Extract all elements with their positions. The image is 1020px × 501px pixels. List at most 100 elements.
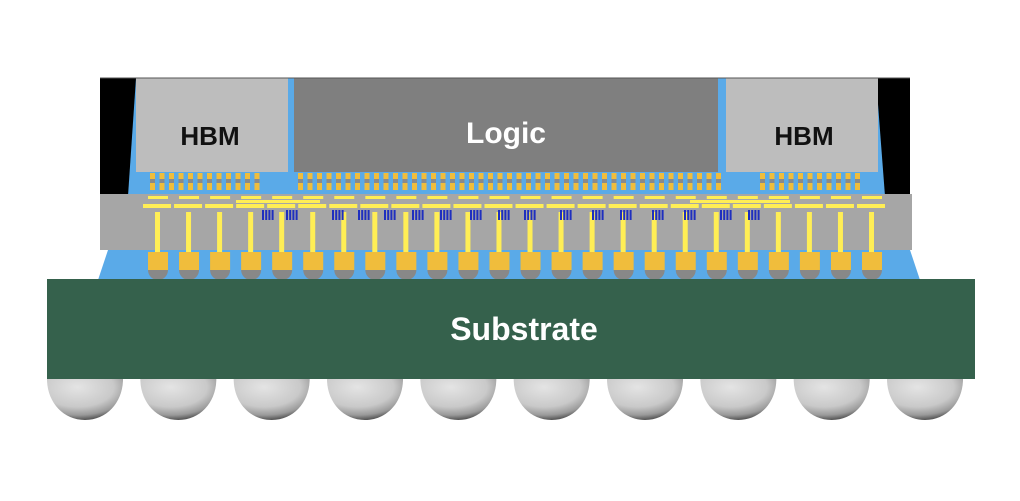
microbump: [564, 173, 569, 179]
trace-horizontal: [515, 204, 544, 208]
microbump: [488, 173, 493, 179]
tsv-via: [504, 210, 507, 220]
hbm-right-die: [726, 78, 878, 172]
microbump: [678, 173, 683, 179]
microbump: [621, 173, 626, 179]
microbump: [159, 183, 165, 190]
c4-bump-array: [148, 252, 882, 280]
microbump: [216, 173, 222, 179]
microbump: [602, 183, 607, 190]
microbump-joint: [564, 179, 569, 183]
c4-solder: [830, 270, 851, 280]
c4-bump: [830, 252, 851, 270]
microbump: [855, 183, 860, 190]
microbump: [611, 173, 617, 179]
microbump: [402, 173, 408, 179]
microbump-joint: [507, 179, 512, 183]
microbump: [573, 183, 579, 190]
microbump: [469, 173, 474, 179]
microbump-array: [150, 173, 860, 190]
tsv-via: [595, 210, 598, 220]
c4-solder: [768, 270, 789, 280]
microbump: [668, 183, 674, 190]
c4-bump: [675, 252, 696, 270]
microbump: [469, 183, 474, 190]
c4-bump: [365, 252, 386, 270]
microbump: [649, 173, 655, 179]
trace-vertical: [775, 212, 781, 252]
microbump: [807, 173, 813, 179]
c4-solder: [551, 270, 572, 280]
c4-bump: [148, 252, 168, 270]
microbump: [336, 173, 341, 179]
c4-solder: [148, 270, 168, 280]
c4-bump: [489, 252, 510, 270]
trace-horizontal: [148, 196, 168, 199]
tsv-via: [684, 210, 686, 220]
bga-ball: [793, 379, 870, 420]
microbump: [317, 173, 322, 179]
microbump-joint: [364, 179, 370, 183]
microbump-joint: [706, 179, 712, 183]
tsv-via: [507, 210, 510, 220]
microbump: [412, 173, 417, 179]
tsv-via: [335, 210, 338, 220]
microbump: [431, 183, 436, 190]
c4-bump: [737, 252, 758, 270]
tsv-via: [262, 210, 264, 220]
tsv-via: [690, 210, 693, 220]
microbump: [798, 183, 803, 190]
microbump: [621, 183, 626, 190]
trace-horizontal: [489, 196, 510, 199]
microbump-joint: [245, 179, 250, 183]
trace-horizontal: [267, 204, 296, 208]
microbump: [216, 183, 222, 190]
tsv-via: [476, 210, 479, 220]
c4-solder: [365, 270, 386, 280]
trace-horizontal: [236, 204, 265, 208]
c4-bump: [427, 252, 448, 270]
bga-ball-array: [47, 379, 963, 420]
microbump: [402, 183, 408, 190]
trace-horizontal: [303, 196, 324, 199]
microbump-joint: [845, 179, 851, 183]
microbump-joint: [326, 179, 332, 183]
microbump-joint: [150, 179, 155, 183]
microbump-joint: [760, 179, 765, 183]
tsv-via: [390, 210, 393, 220]
tsv-via: [361, 210, 364, 220]
trace-vertical: [341, 212, 347, 252]
c4-solder: [737, 270, 758, 280]
trace-horizontal: [458, 196, 479, 199]
microbump: [659, 173, 664, 179]
microbump: [421, 173, 427, 179]
microbump: [769, 173, 775, 179]
trace-horizontal: [422, 204, 451, 208]
tsv-via: [501, 210, 504, 220]
trace-vertical: [248, 212, 254, 252]
c4-solder: [179, 270, 200, 280]
microbump: [526, 183, 531, 190]
microbump: [659, 183, 664, 190]
trace-horizontal: [608, 204, 637, 208]
trace-vertical: [496, 212, 502, 252]
trace-horizontal: [825, 204, 854, 208]
microbump: [687, 183, 693, 190]
bga-ball: [327, 379, 403, 420]
microbump: [169, 173, 174, 179]
trace-horizontal: [768, 196, 789, 199]
mold-right-wedge: [876, 78, 910, 196]
trace-horizontal: [329, 204, 358, 208]
trace-horizontal: [830, 196, 851, 199]
microbump: [668, 173, 674, 179]
c4-bump: [799, 252, 820, 270]
trace-horizontal: [546, 204, 575, 208]
tsv-via: [530, 210, 533, 220]
microbump: [817, 173, 822, 179]
microbump-joint: [421, 179, 427, 183]
trace-vertical: [806, 212, 812, 252]
c4-bump: [644, 252, 665, 270]
c4-solder: [210, 270, 231, 280]
trace-horizontal: [365, 196, 386, 199]
